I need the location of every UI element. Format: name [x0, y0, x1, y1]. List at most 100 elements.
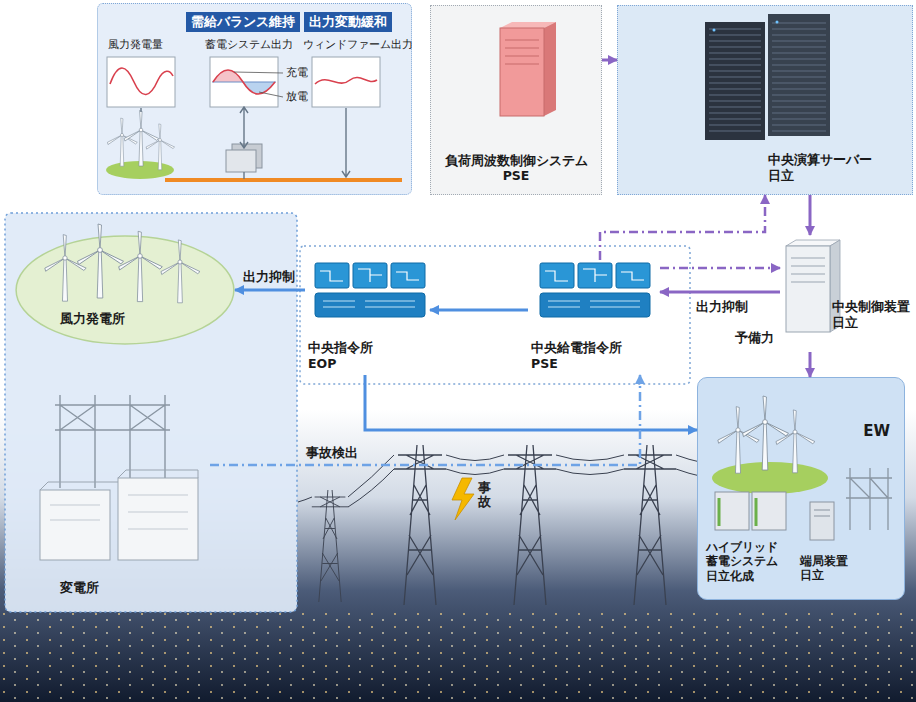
text-block: 風力発電所	[60, 311, 125, 327]
site-art	[717, 407, 759, 474]
connector-arrow	[809, 352, 812, 377]
node-label: EW	[863, 422, 890, 441]
site-art	[715, 492, 749, 530]
site-art	[712, 396, 892, 540]
region-outline	[300, 246, 690, 384]
label-slot: ウィンドファーム出力	[303, 38, 413, 52]
panel-charts	[210, 57, 278, 107]
panel-charts	[107, 57, 380, 107]
node-label: 変電所	[60, 580, 99, 596]
server-symbol	[500, 22, 556, 28]
panel-charts	[315, 77, 377, 84]
panel-equipment	[146, 124, 175, 170]
server-rack-symbol	[776, 21, 779, 24]
system-box: 負荷周波数制御システム PSE	[430, 5, 602, 195]
substation-art	[40, 490, 110, 560]
controller-unit: 中央制御装置 日立	[780, 235, 913, 352]
text-block: ハイブリッド 蓄電システム 日立化成	[706, 540, 778, 583]
transmission-line	[298, 455, 700, 507]
transmission-line	[624, 445, 676, 605]
text-block: 端局装置 日立	[800, 554, 848, 583]
text-block: 変電所	[60, 580, 99, 596]
connector-arrow	[365, 375, 697, 430]
label-slot: 放電	[286, 89, 308, 104]
server-symbol	[544, 22, 556, 116]
connector-arrow	[809, 195, 812, 235]
label-slot: 出力抑制	[243, 269, 295, 284]
connector-arrow	[660, 267, 780, 270]
connector-arrow	[235, 289, 305, 292]
controller-symbol	[786, 240, 840, 332]
panel-equipment	[124, 111, 159, 167]
chart-title: 蓄電システム出力	[205, 38, 293, 52]
panel-equipment	[106, 161, 174, 179]
text-block: 中央制御装置 日立	[832, 299, 910, 330]
server-rack-symbol	[768, 14, 830, 136]
server-rack-symbol	[705, 22, 765, 140]
site-art	[719, 498, 756, 526]
control-center: 中央指令所 EOP	[305, 260, 430, 375]
callout-label: 充電	[286, 65, 308, 80]
site-art	[752, 492, 786, 530]
panel-charts	[107, 57, 175, 107]
text-block: 中央指令所 EOP	[308, 340, 373, 371]
region-outline	[5, 213, 690, 612]
server-symbol	[500, 22, 556, 116]
site-art	[814, 510, 830, 516]
server-rack-symbol	[713, 29, 716, 32]
controller-symbol	[786, 246, 830, 332]
edge-label: 出力抑制	[696, 299, 748, 314]
lightning-symbol	[452, 478, 474, 520]
event-mark: 事故	[478, 481, 491, 510]
substation: 変電所	[30, 385, 210, 605]
panel-charts	[213, 70, 243, 82]
wind-farm-ellipse: 風力発電所	[15, 235, 235, 345]
edge-label: 予備力	[735, 330, 774, 345]
control-console	[540, 263, 650, 317]
site-art	[775, 410, 815, 473]
lightning-symbol	[452, 478, 474, 520]
transmission-line	[298, 445, 700, 605]
control-console	[315, 263, 650, 317]
substation-art	[55, 395, 170, 488]
substation-art	[40, 395, 198, 560]
site-art	[846, 468, 892, 530]
edge-label: 出力抑制	[243, 269, 295, 284]
server-rack-symbol	[772, 18, 826, 132]
site-art	[810, 502, 834, 540]
connector-arrow	[660, 291, 780, 294]
node-label: 中央指令所 EOP	[308, 340, 373, 371]
text-block: 負荷周波数制御システム PSE	[431, 153, 601, 184]
substation-art	[118, 478, 198, 560]
controller-symbol	[786, 240, 840, 246]
label-slot: 風力発電量	[108, 38, 163, 52]
wind-farm-art	[44, 235, 86, 302]
connector-arrow	[600, 195, 765, 260]
server-symbol	[505, 40, 539, 64]
label-slot: 蓄電システム出力	[205, 38, 293, 52]
wind-farm-art	[44, 224, 200, 303]
panel-charts	[110, 68, 173, 95]
node-label: 中央給電指令所 PSE	[531, 340, 622, 371]
edge-label: 事故検出	[306, 445, 358, 460]
connector-group	[210, 60, 810, 465]
server-rack-symbol	[709, 26, 761, 136]
node-label: 負荷周波数制御システム PSE	[445, 153, 588, 184]
panel-equipment	[165, 178, 402, 182]
label-slot: 予備力	[735, 330, 774, 345]
node-label: 需給バランス維持	[186, 12, 300, 32]
node-label: 風力発電所	[60, 311, 125, 327]
label-slot: 充電	[286, 65, 308, 80]
wind-farm-art	[77, 224, 124, 298]
site-art	[712, 462, 828, 494]
terminal-unit: 端局装置 日立	[798, 552, 862, 594]
connector-arrow	[602, 59, 617, 62]
wind-farm-art	[118, 231, 162, 301]
server-rack-symbol	[705, 14, 830, 140]
panel-equipment	[141, 107, 350, 179]
text-block: 中央給電指令所 PSE	[531, 340, 622, 371]
label-slot: 出力抑制	[696, 299, 748, 314]
site-box: EW ハイブリッド 蓄電システム 日立化成端局装置 日立	[697, 377, 905, 600]
